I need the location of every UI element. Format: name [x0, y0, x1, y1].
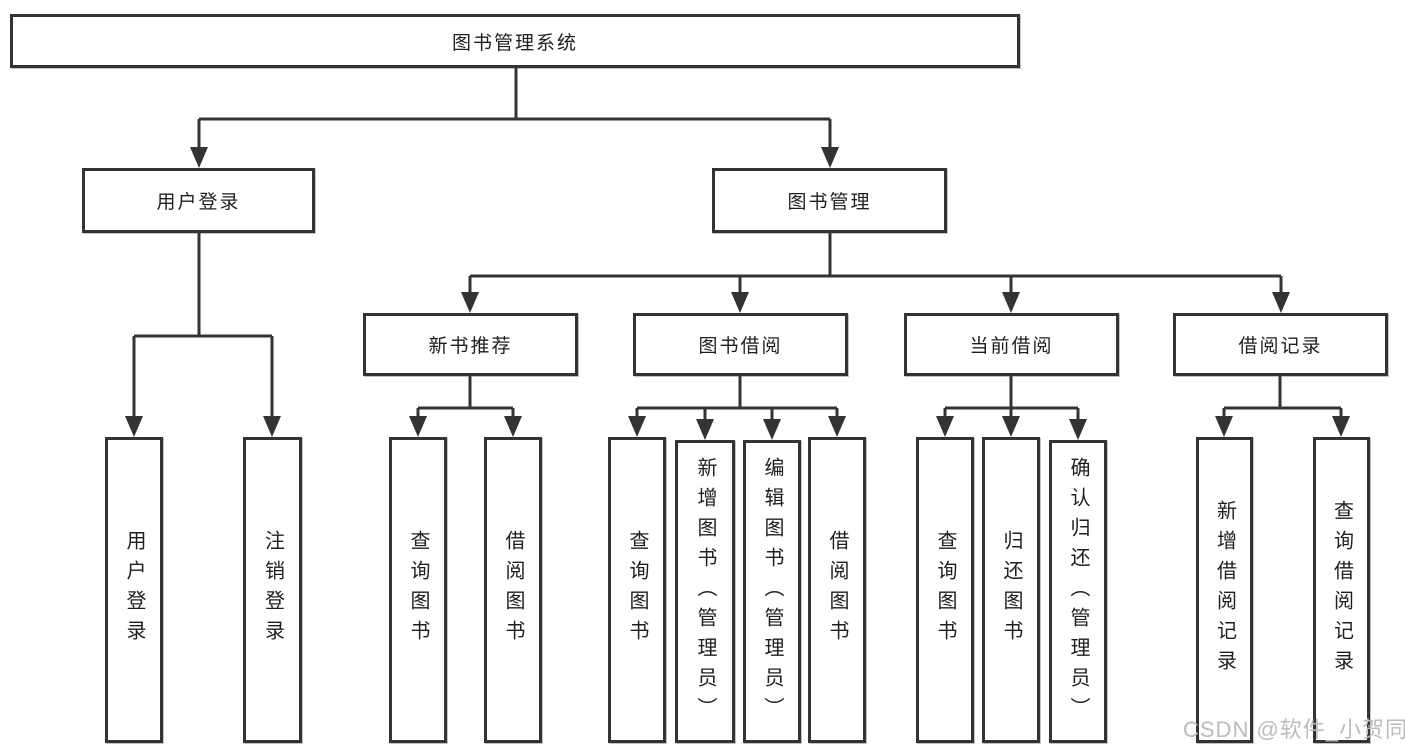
node-query-books-recommend: 查询图书 — [389, 437, 447, 743]
node-label: 新增借阅记录 — [1213, 500, 1236, 680]
node-label: 新书推荐 — [428, 336, 513, 357]
node-label: 用户登录 — [123, 530, 145, 650]
node-confirm-return-admin: 确认归还（管理员） — [1049, 440, 1107, 743]
node-label: 确认归还（管理员） — [1067, 456, 1089, 727]
node-label: 用户登录 — [156, 192, 241, 213]
node-add-book-admin: 新增图书（管理员） — [675, 440, 735, 743]
node-borrow-books-recommend: 借阅图书 — [484, 437, 542, 743]
node-book-borrowing: 图书借阅 — [633, 313, 848, 376]
node-label: 查询借阅记录 — [1330, 500, 1353, 680]
node-book-management-branch: 图书管理 — [712, 168, 947, 233]
connector-shafts — [132, 68, 1343, 423]
node-label: 图书管理系统 — [451, 32, 578, 54]
node-return-book: 归还图书 — [982, 437, 1040, 743]
node-query-books-current: 查询图书 — [916, 437, 974, 743]
node-library-management-system: 图书管理系统 — [10, 14, 1020, 68]
node-label: 查询图书 — [934, 530, 956, 650]
node-label: 图书借阅 — [698, 336, 783, 357]
node-label: 编辑图书（管理员） — [761, 456, 783, 727]
node-label: 借阅图书 — [826, 530, 848, 650]
connector-arrowheads — [125, 147, 1350, 440]
node-logout: 注销登录 — [243, 437, 302, 743]
node-query-borrow-record: 查询借阅记录 — [1313, 437, 1370, 743]
node-add-borrow-record: 新增借阅记录 — [1196, 437, 1253, 743]
node-label: 查询图书 — [407, 530, 429, 650]
node-label: 归还图书 — [1000, 530, 1022, 650]
node-label: 图书管理 — [787, 192, 872, 213]
csdn-watermark: CSDN @软件_小贺同学 — [1183, 717, 1405, 742]
node-borrowing-records: 借阅记录 — [1173, 313, 1388, 376]
node-query-books-borrow: 查询图书 — [608, 437, 666, 743]
node-current-borrowing: 当前借阅 — [904, 313, 1119, 376]
node-user-login: 用户登录 — [105, 437, 163, 743]
node-label: 当前借阅 — [969, 336, 1054, 357]
node-label: 借阅记录 — [1238, 336, 1323, 357]
node-borrow-books: 借阅图书 — [808, 437, 866, 743]
node-new-book-recommendation: 新书推荐 — [363, 313, 578, 376]
node-label: 借阅图书 — [502, 530, 524, 650]
node-edit-book-admin: 编辑图书（管理员） — [743, 440, 801, 743]
node-label: 注销登录 — [261, 530, 284, 650]
node-label: 查询图书 — [626, 530, 648, 650]
node-label: 新增图书（管理员） — [694, 456, 716, 727]
node-user-login-branch: 用户登录 — [82, 168, 315, 233]
